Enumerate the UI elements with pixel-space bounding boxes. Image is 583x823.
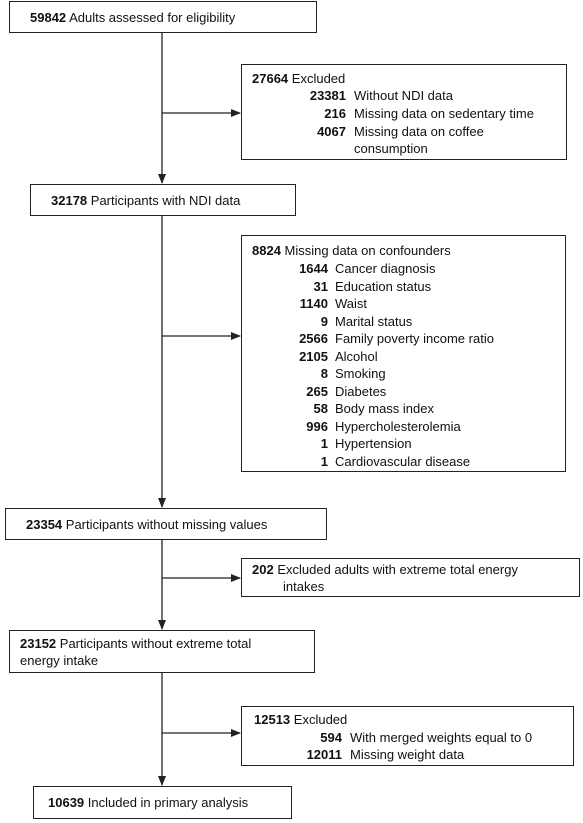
excluded3-label: Excluded (293, 712, 348, 727)
no-extreme-count: 23152 (20, 636, 57, 651)
no-extreme-box: 23152 Participants without extreme total… (9, 630, 315, 673)
assessed-label: Adults assessed for eligibility (69, 10, 236, 25)
confounders-label: Missing data on confounders (284, 243, 451, 258)
ndi-label: Participants with NDI data (90, 193, 241, 208)
no-missing-box: 23354 Participants without missing value… (5, 508, 327, 540)
no-extreme-label: Participants without extreme total (59, 636, 252, 651)
extreme-excl-box: 202 Excluded adults with extreme total e… (241, 558, 580, 597)
excluded3-box: 12513 Excluded 594 With merged weights e… (241, 706, 574, 766)
no-missing-label: Participants without missing values (65, 517, 268, 532)
primary-label: Included in primary analysis (87, 795, 249, 810)
primary-box: 10639 Included in primary analysis (33, 786, 292, 819)
extreme-excl-label: Excluded adults with extreme total energ… (277, 562, 518, 577)
extreme-excl-label-line2: intakes (283, 579, 325, 594)
no-missing-count: 23354 (26, 517, 63, 532)
assessed-box: 59842 Adults assessed for eligibility (9, 1, 317, 33)
ndi-count: 32178 (51, 193, 88, 208)
no-extreme-label-line2: energy intake (20, 653, 99, 668)
primary-count: 10639 (48, 795, 85, 810)
excluded1-box: 27664 Excluded 23381 Without NDI data 21… (241, 64, 567, 160)
confounders-count: 8824 (252, 243, 281, 258)
extreme-excl-count: 202 (252, 562, 274, 577)
excluded1-label: Excluded (291, 71, 346, 86)
assessed-count: 59842 (30, 10, 67, 25)
excluded1-count: 27664 (252, 71, 289, 86)
ndi-box: 32178 Participants with NDI data (30, 184, 296, 216)
excluded3-count: 12513 (254, 712, 291, 727)
